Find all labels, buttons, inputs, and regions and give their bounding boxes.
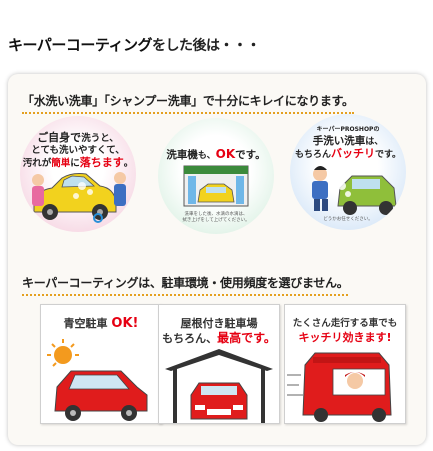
proshop-note: どうかお任せください。	[323, 217, 373, 222]
title-main: キーパーコーティング	[8, 36, 152, 54]
car-wash-machine-illustration	[183, 165, 249, 207]
proshop-label: キーパーPROSHOPの	[316, 126, 380, 133]
frequent-driving-card: たくさん走行する車でも キッチリ効きます!	[284, 304, 406, 424]
section1-heading: 「水洗い洗車」「シャンプー洗車」で十分にキレイになります。	[22, 92, 354, 114]
self-wash-line1: ご自身で洗うと、	[37, 131, 119, 145]
driving-car-illustration	[287, 352, 392, 422]
covered-parking-card: 屋根付き駐車場 もちろん、最高です。	[158, 304, 280, 424]
title-rest: をした後は・・・	[151, 38, 261, 54]
proshop-line1: 手洗い洗車は、	[312, 135, 384, 147]
machine-wash-text: 洗車機も、OKです。	[166, 147, 266, 161]
machine-wash-note1: 洗車をした後、水滴の水滴は、	[184, 212, 248, 217]
self-wash-text: ご自身で洗うと、 とても洗いやすくて、 汚れが簡単に落ちます。	[20, 132, 136, 170]
sunny-car-illustration	[47, 339, 148, 421]
covered-parking-text: 屋根付き駐車場 もちろん、最高です。	[162, 317, 276, 345]
hand-wash-illustration	[32, 172, 126, 223]
self-wash-line2: とても洗いやすくて、	[31, 145, 125, 156]
machine-wash-note2: 拭き上げをして上げてください。	[182, 218, 250, 223]
section2-heading: キーパーコーティングは、駐車環境・使用頻度を選びません。	[22, 274, 349, 296]
frequent-driving-text: たくさん走行する車でも キッチリ効きます!	[292, 318, 398, 344]
self-wash-line3: 汚れが簡単に落ちます。	[22, 156, 134, 170]
proshop-wash-illustration	[312, 166, 397, 215]
proshop-line2: もちろんバッチリです。	[294, 147, 402, 161]
info-panel: 「水洗い洗車」「シャンプー洗車」で十分にキレイになります。 ご自身で洗うと、 と…	[8, 74, 426, 445]
self-wash-circle: ご自身で洗うと、 とても洗いやすくて、 汚れが簡単に落ちます。	[20, 116, 136, 232]
page-title: キーパーコーティングをした後は・・・	[8, 34, 260, 55]
car-wash-machine-circle: 洗車機も、OKです。 洗車をした後、水滴の水滴は、 拭き上げをして上げてください…	[158, 118, 274, 234]
open-air-parking-text: 青空駐車 OK!	[63, 316, 139, 331]
garage-car-illustration	[165, 349, 273, 423]
proshop-wash-circle: キーパーPROSHOPの 手洗い洗車は、 もちろんバッチリです。 どうかお任せく…	[290, 114, 406, 230]
open-air-parking-card: 青空駐車 OK!	[40, 304, 162, 424]
